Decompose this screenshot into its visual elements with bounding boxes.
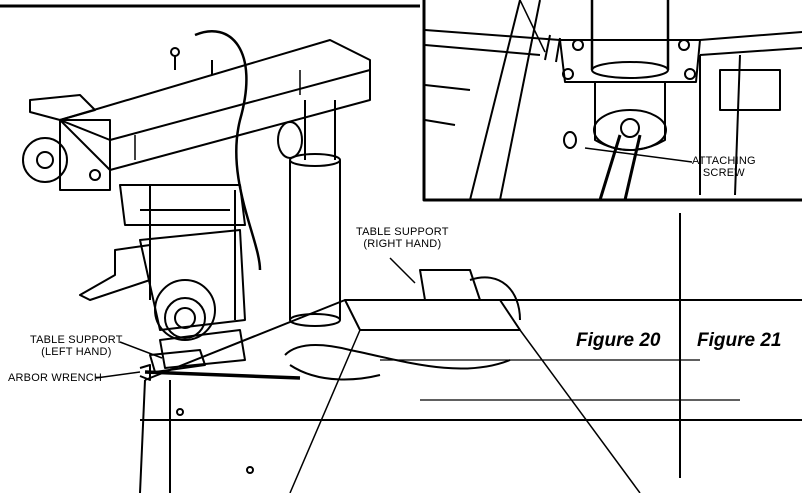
table-support-left-label: TABLE SUPPORT (LEFT HAND) (30, 334, 123, 358)
radial-arm-saw (22, 30, 802, 493)
attaching-screw-label: ATTACHING SCREW (692, 155, 756, 179)
table-support-right-label: TABLE SUPPORT (RIGHT HAND) (356, 226, 449, 250)
figure-21-caption: Figure 21 (697, 330, 782, 351)
inset-detail (422, 0, 802, 202)
arbor-wrench-label: ARBOR WRENCH (8, 372, 103, 384)
figure-20-caption: Figure 20 (576, 330, 661, 351)
